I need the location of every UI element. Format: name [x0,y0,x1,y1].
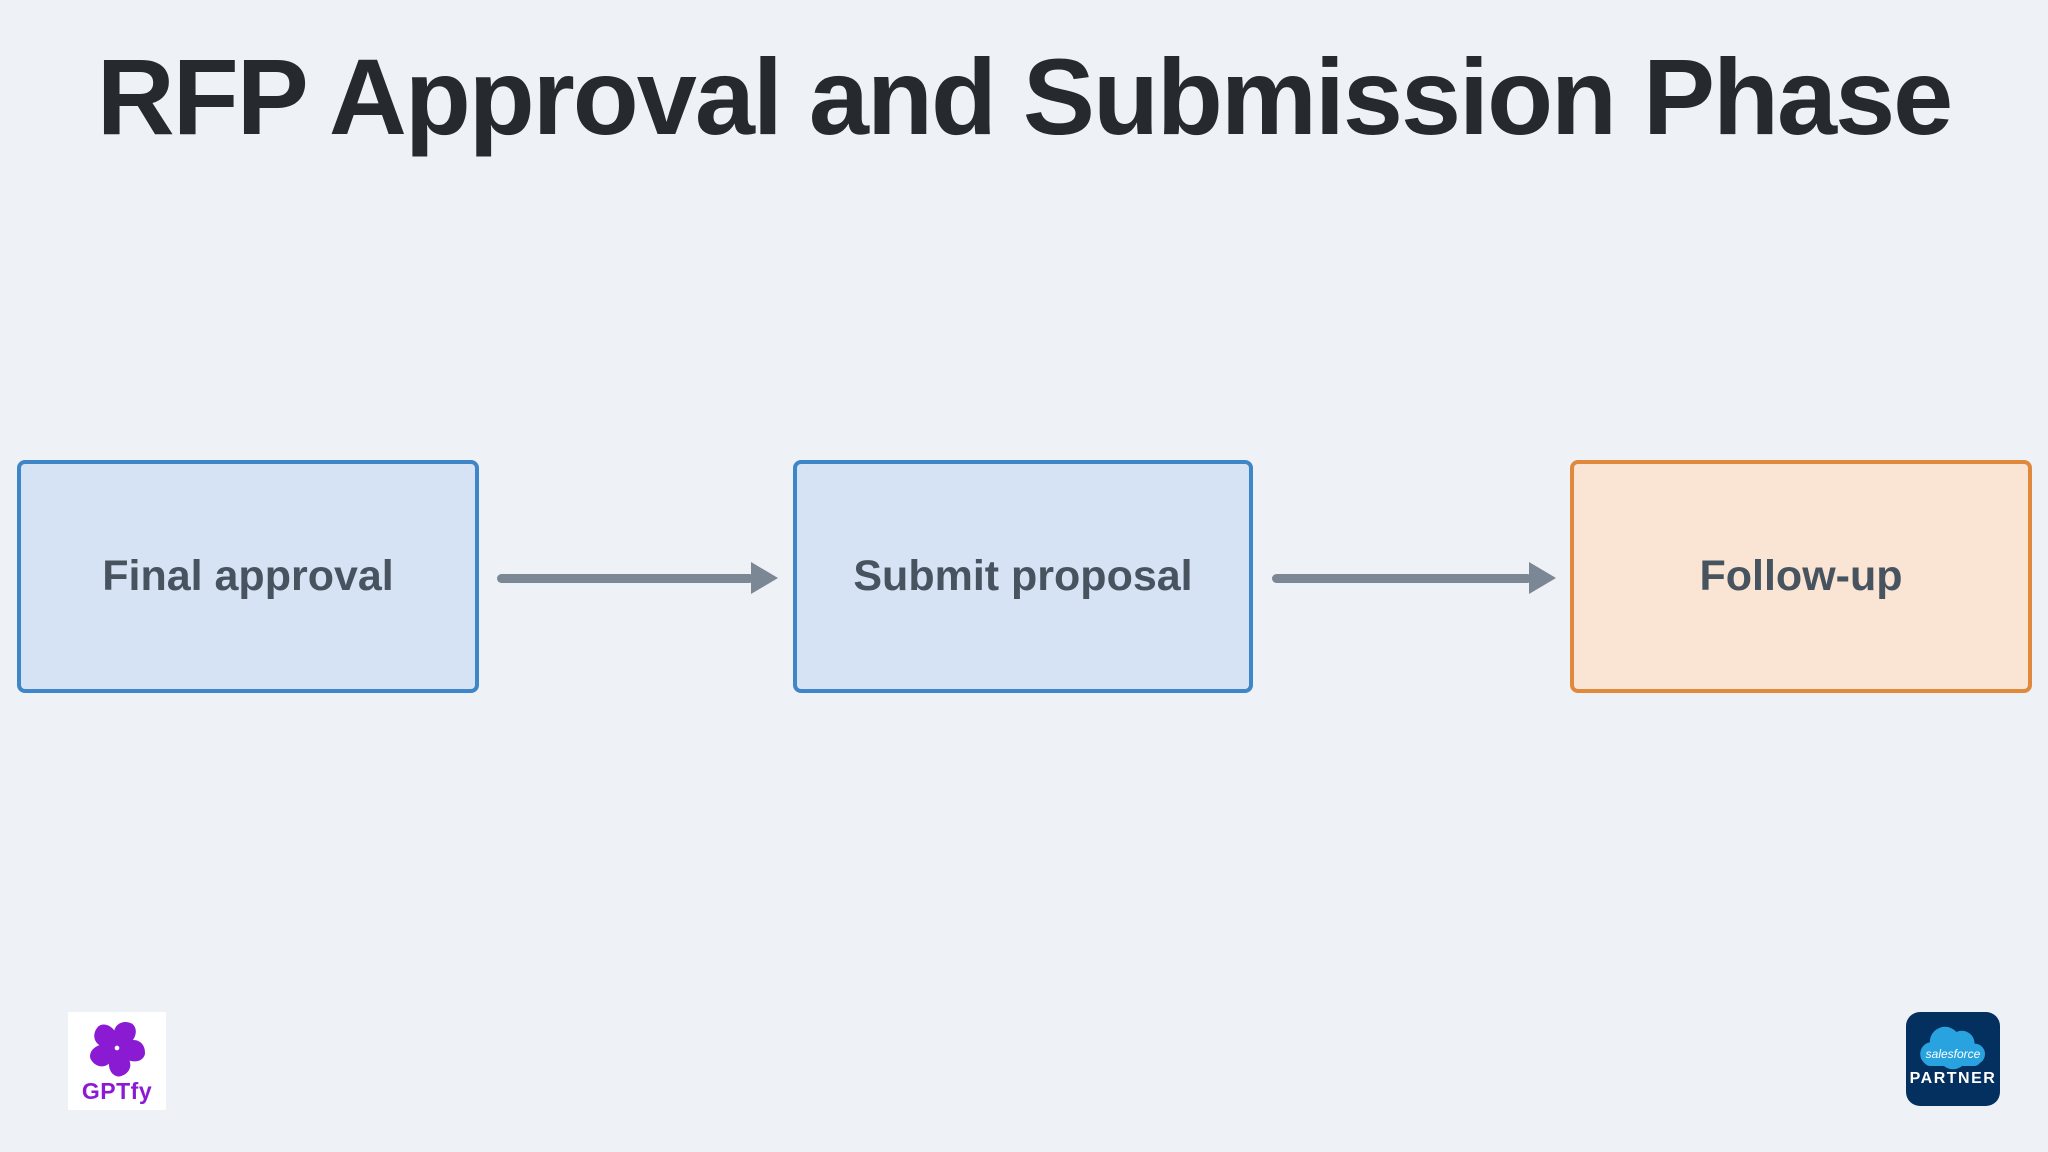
arrow-head [751,562,778,594]
flow-step-follow-up: Follow-up [1570,460,2032,693]
partner-label: PARTNER [1909,1070,1997,1087]
page-title: RFP Approval and Submission Phase [96,36,1953,157]
flow-step-label: Follow-up [1699,552,1903,600]
arrow-right-icon [1272,562,1556,594]
arrow-shaft [497,574,754,583]
gptfy-pinwheel-icon [90,1022,145,1077]
salesforce-partner-badge: salesforce PARTNER [1906,1012,2000,1106]
flow-step-label: Final approval [102,552,394,600]
gptfy-wordmark: GPTfy [81,1078,153,1104]
arrow-head [1529,562,1556,594]
salesforce-cloud-label: salesforce [1926,1047,1981,1061]
gptfy-logo: GPTfy [68,1012,166,1110]
flow-step-submit-proposal: Submit proposal [793,460,1253,693]
salesforce-cloud-icon: salesforce [1920,1026,1985,1070]
flow-step-final-approval: Final approval [17,460,479,693]
arrow-shaft [1272,574,1532,583]
arrow-right-icon [497,562,778,594]
flow-step-label: Submit proposal [853,552,1193,600]
